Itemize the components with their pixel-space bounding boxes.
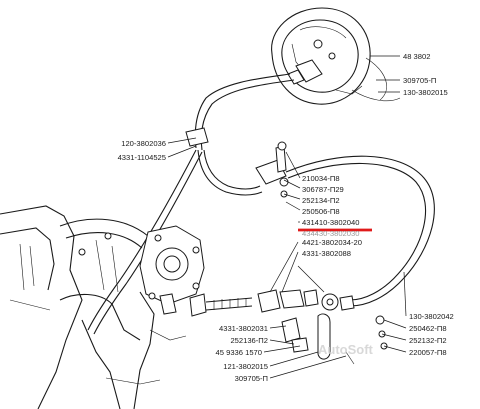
label-306787-p29: 306787-П29: [302, 185, 344, 194]
label-45-9336-1570: 45 9336 1570: [216, 348, 262, 357]
cable-drawing: [87, 73, 435, 335]
drive-assembly-drawing: [189, 289, 388, 365]
label-210034-p8: 210034-П8: [302, 174, 340, 183]
label-250506-p8: 250506-П8: [302, 207, 340, 216]
label-121-3802015: 121-3802015: [223, 362, 268, 371]
label-4331-3802088: 4331-3802088: [302, 249, 351, 258]
label-130-3802015: 130-3802015: [403, 88, 448, 97]
label-252136-p2: 252136-П2: [230, 336, 268, 345]
label-309705-p-bottom: 309705-П: [235, 374, 268, 383]
label-4331-1104525: 4331-1104525: [118, 153, 166, 162]
speedometer-drawing: [271, 7, 401, 105]
watermark: AutoSoft: [318, 342, 374, 357]
label-252134-p2: 252134-П2: [302, 196, 340, 205]
label-48-3802: 48 3802: [403, 52, 430, 61]
label-431410-3802040: 431410-3802040: [302, 218, 359, 227]
leader-lines: [167, 55, 407, 379]
label-4331-3802031: 4331-3802031: [219, 324, 268, 333]
label-309705-p-top: 309705-П: [403, 76, 436, 85]
label-130-3802042: 130-3802042: [409, 312, 454, 321]
label-220057-p8: 220057-П8: [409, 348, 447, 357]
gearbox-drawing: [0, 205, 205, 409]
label-obscured-434430-3802030: 434430-3802030: [302, 229, 359, 238]
label-252132-p2: 252132-П2: [409, 336, 447, 345]
label-250462-p8: 250462-П8: [409, 324, 447, 333]
label-120-3802036: 120-3802036: [121, 139, 166, 148]
label-4421-3802034-20: 4421-3802034-20: [302, 238, 362, 247]
part-number-labels: 48 3802 309705-П 130-3802015 120-3802036…: [118, 52, 454, 383]
